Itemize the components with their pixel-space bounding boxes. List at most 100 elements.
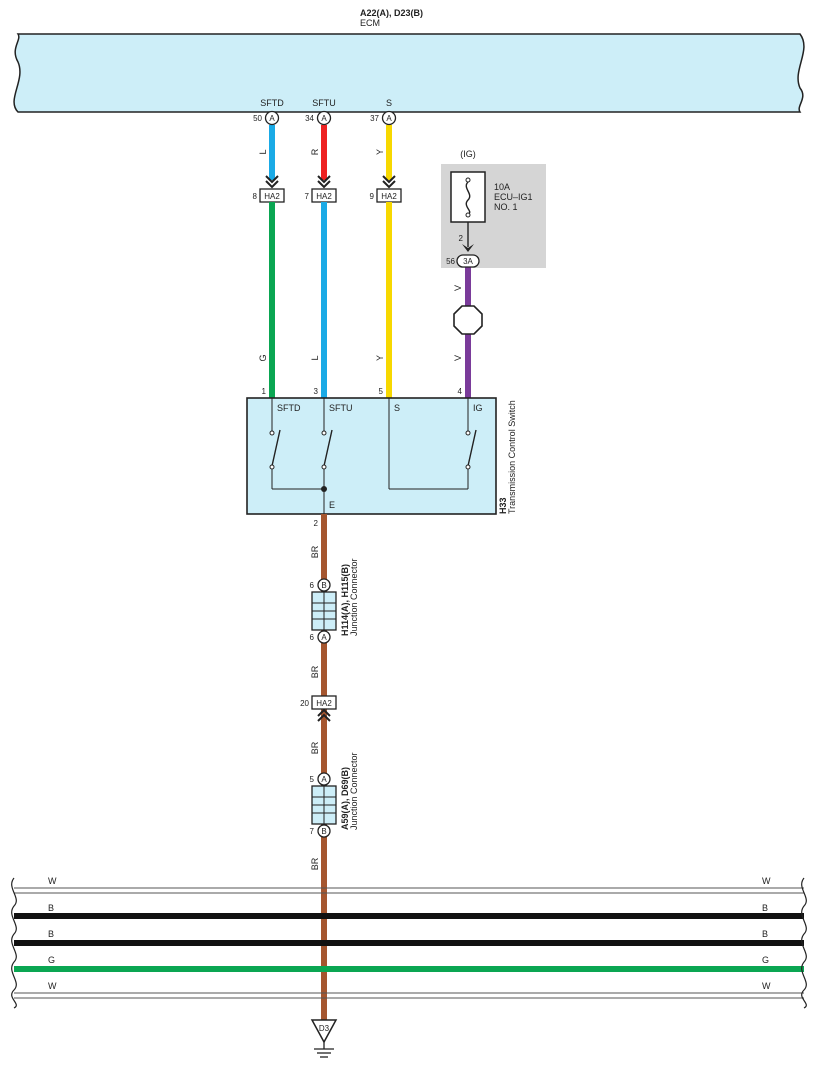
switch-terminal-sftu: SFTU (329, 403, 353, 413)
fuse-name-2: NO. 1 (494, 202, 518, 212)
ecm-signal-sftu: SFTU (312, 98, 336, 108)
bus-label-w-top-right: W (762, 876, 771, 886)
svg-text:37: 37 (370, 114, 379, 123)
switch-internal-circuit (271, 398, 477, 514)
svg-text:8: 8 (253, 192, 258, 201)
junction-2-top-pin: 5 A (310, 772, 331, 786)
junction-1-bottom-pin: 6 A (310, 630, 331, 644)
ha2-connector-9: 9 HA2 (370, 188, 402, 203)
svg-text:B: B (321, 827, 326, 836)
fuse-terminal-bottom (465, 212, 471, 218)
junction-2-id: A59(A), D69(B) (340, 767, 350, 830)
wire-code-br-1: BR (310, 545, 320, 558)
wire-code-y-upper: Y (375, 149, 385, 155)
fuse-rating: 10A (494, 182, 510, 192)
switch-pin-2: 2 (314, 519, 319, 528)
ecm-pin-34: 34 A (305, 110, 332, 126)
svg-text:B: B (321, 581, 326, 590)
ground-triangle (310, 1019, 338, 1044)
switch-terminal-e: E (329, 500, 335, 510)
ha2-ground-chevrons (317, 708, 331, 722)
wire-code-l-lower: L (310, 355, 320, 360)
junction-connector-1 (311, 591, 337, 631)
svg-text:34: 34 (305, 114, 314, 123)
svg-text:A: A (386, 114, 392, 123)
bus-label-b1-left: B (48, 903, 54, 913)
svg-text:6: 6 (310, 581, 315, 590)
switch-name: Transmission Control Switch (507, 400, 517, 514)
ecm-signal-sftd: SFTD (260, 98, 284, 108)
wire-code-g: G (258, 354, 268, 361)
switch-terminal-sftd: SFTD (277, 403, 301, 413)
ha2-connector-20: 20 HA2 (300, 695, 337, 710)
splice-octagon (453, 305, 483, 335)
junction-2-name: Junction Connector (349, 752, 359, 830)
ha2-connector-8: 8 HA2 (253, 188, 285, 203)
svg-text:A: A (321, 633, 327, 642)
wire-code-br-3: BR (310, 741, 320, 754)
svg-text:HA2: HA2 (381, 192, 397, 201)
junction-connector-2 (311, 785, 337, 825)
fuse-supply-label: (IG) (460, 149, 476, 159)
wire-code-r-upper: R (310, 148, 320, 155)
switch-junction-dot (321, 486, 327, 492)
bus-label-b2-right: B (762, 929, 768, 939)
switch-terminal-ig: IG (473, 403, 483, 413)
wire-code-l-upper: L (258, 149, 268, 154)
wire-code-br-4: BR (310, 857, 320, 870)
bus-label-g-right: G (762, 955, 769, 965)
switch-id: H33 (498, 497, 508, 514)
fuse-connector-3a: 56 3A (446, 254, 480, 268)
junction-1-id: H114(A), H115(B) (340, 564, 350, 636)
ecm-pin-50: 50 A (253, 110, 280, 126)
svg-text:9: 9 (370, 192, 375, 201)
svg-text:A: A (321, 775, 327, 784)
switch-contacts (269, 430, 471, 470)
wire-code-v-upper: V (453, 285, 463, 291)
bus-label-b1-right: B (762, 903, 768, 913)
bus-wire-w-top (14, 887, 804, 894)
bus-break-right (801, 877, 807, 1009)
bus-break-left (11, 877, 17, 1009)
ecm-pin-37: 37 A (370, 110, 397, 126)
ground-label: D3 (319, 1024, 330, 1033)
bus-label-w-bottom-right: W (762, 981, 771, 991)
switch-pin-1: 1 (262, 387, 267, 396)
svg-text:56: 56 (446, 257, 455, 266)
switch-terminal-s: S (394, 403, 400, 413)
bus-label-w-bottom-left: W (48, 981, 57, 991)
bus-label-w-top-left: W (48, 876, 57, 886)
switch-pin-5: 5 (379, 387, 384, 396)
svg-text:HA2: HA2 (316, 699, 332, 708)
wire-code-v-lower: V (453, 355, 463, 361)
wire-code-br-2: BR (310, 665, 320, 678)
ecm-block (13, 33, 805, 113)
ha2-chevrons (265, 175, 396, 189)
fuse-chevron (462, 244, 474, 252)
svg-text:20: 20 (300, 699, 309, 708)
bus-label-b2-left: B (48, 929, 54, 939)
svg-text:7: 7 (305, 192, 310, 201)
svg-text:HA2: HA2 (264, 192, 280, 201)
junction-1-name: Junction Connector (349, 558, 359, 636)
fuse-icon (465, 181, 471, 215)
svg-text:50: 50 (253, 114, 262, 123)
bus-label-g-left: G (48, 955, 55, 965)
svg-text:3A: 3A (463, 257, 473, 266)
transmission-control-switch (246, 397, 497, 515)
svg-text:A: A (269, 114, 275, 123)
ecm-connector-title: A22(A), D23(B) (360, 8, 423, 18)
fuse-name-1: ECU–IG1 (494, 192, 533, 202)
fuse-terminal-top (465, 177, 471, 183)
svg-text:HA2: HA2 (316, 192, 332, 201)
switch-pin-4: 4 (458, 387, 463, 396)
bus-wire-w-bottom (14, 992, 804, 999)
fuse-pin: 2 (459, 234, 464, 243)
svg-text:7: 7 (310, 827, 315, 836)
ecm-name: ECM (360, 18, 380, 28)
wire-code-y-lower: Y (375, 355, 385, 361)
svg-text:6: 6 (310, 633, 315, 642)
switch-pin-3: 3 (314, 387, 319, 396)
svg-text:5: 5 (310, 775, 315, 784)
